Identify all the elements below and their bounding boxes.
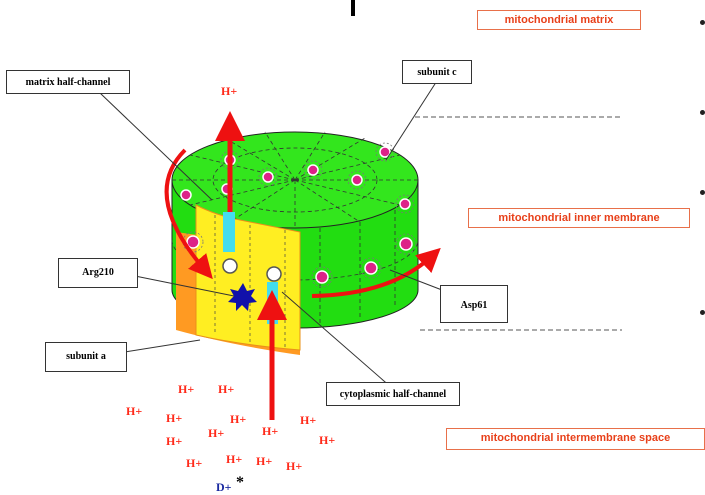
callout-subunit-c: subunit c: [402, 60, 472, 84]
slide-bullet: [700, 20, 705, 25]
proton-label: H+: [300, 413, 317, 427]
proton-label: H+: [178, 382, 195, 396]
channel-entry-left: [222, 258, 238, 274]
slide-bullet: [700, 110, 705, 115]
matrix-half-channel: [223, 212, 235, 252]
proton-label: H+: [208, 426, 225, 440]
proton-label: H+: [166, 434, 183, 448]
slide-bullet: [700, 190, 705, 195]
rotation-arrow-left: [164, 148, 213, 280]
proton-label: H+: [126, 404, 143, 418]
region-matrix-label: mitochondrial matrix: [477, 10, 641, 30]
proton-label: H+: [186, 456, 203, 470]
proton-label: H+: [218, 382, 235, 396]
proton-label: H+: [256, 454, 273, 468]
proton-label-matrix: H+: [221, 84, 238, 98]
rotation-arrow-right: [311, 247, 441, 298]
region-inner-membrane-label: mitochondrial inner membrane: [468, 208, 690, 228]
proton-label: H+: [166, 411, 183, 425]
callout-cytoplasmic-half-channel: cytoplasmic half-channel: [326, 382, 460, 406]
site-rings: [182, 142, 417, 288]
deuteron-label: D+: [216, 480, 232, 494]
callout-subunit-a: subunit a: [45, 342, 127, 372]
arg210-star: [228, 283, 257, 311]
proton-label: H+: [226, 452, 243, 466]
proton-label: H+: [319, 433, 336, 447]
channel-entry-right: [266, 266, 282, 282]
deuteron-star-mark: *: [236, 474, 244, 491]
callout-asp61: Asp61: [440, 285, 508, 323]
proton-label: H+: [262, 424, 279, 438]
slide-bullet: [700, 310, 705, 315]
callout-matrix-half-channel: matrix half-channel: [6, 70, 130, 94]
region-intermembrane-label: mitochondrial intermembrane space: [446, 428, 705, 450]
top-tick: [351, 0, 355, 16]
callout-arg210: Arg210: [58, 258, 138, 288]
proton-label: H+: [230, 412, 247, 426]
proton-label: H+: [286, 459, 303, 473]
